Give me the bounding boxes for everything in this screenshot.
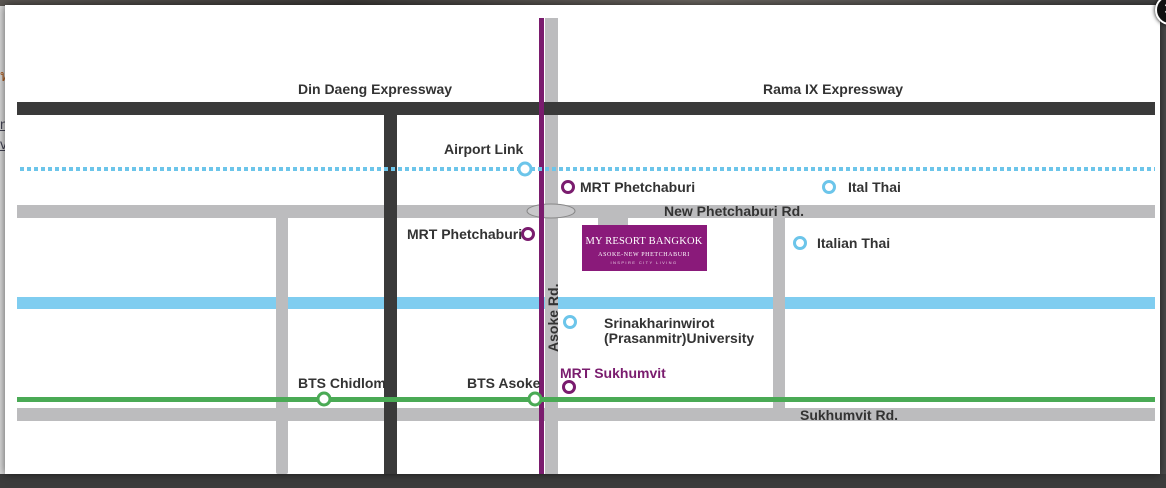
bts-chidlom-station-icon xyxy=(316,391,332,407)
underpass-marker xyxy=(526,203,576,219)
hotel-logo-location: ASOKE-NEW PHETCHABURI xyxy=(598,252,690,258)
hotel-logo-name: MY RESORT BANGKOK xyxy=(585,236,702,247)
road-vertical-right xyxy=(773,205,785,421)
label-airport-link: Airport Link xyxy=(444,141,524,157)
road-vertical-left xyxy=(276,205,288,474)
label-university-line2: (Prasanmitr)University xyxy=(604,330,754,346)
university-marker-icon xyxy=(563,315,577,329)
expressway-vertical xyxy=(384,102,397,474)
label-mrt-phetchaburi-left: MRT Phetchaburi xyxy=(407,226,522,242)
hotel-logo-tagline: INSPIRE CITY LIVING xyxy=(611,260,678,265)
label-din-daeng-expressway: Din Daeng Expressway xyxy=(298,81,452,97)
road-hotel-spur xyxy=(598,212,628,226)
label-rama-ix-expressway: Rama IX Expressway xyxy=(763,81,903,97)
label-italian-thai: Italian Thai xyxy=(817,235,890,251)
mrt-phetchaburi-exit-icon xyxy=(521,227,535,241)
bts-asoke-station-icon xyxy=(527,391,543,407)
road-asoke xyxy=(545,18,558,474)
road-new-phetchaburi xyxy=(17,205,1155,218)
label-ital-thai: Ital Thai xyxy=(848,179,901,195)
label-bts-asoke: BTS Asoke xyxy=(467,375,541,391)
label-new-phetchaburi-rd: New Phetchaburi Rd. xyxy=(664,203,804,219)
mrt-phetchaburi-station-icon xyxy=(561,180,575,194)
expressway-horizontal xyxy=(17,102,1155,115)
label-bts-chidlom: BTS Chidlom xyxy=(298,375,386,391)
location-map: MY RESORT BANGKOK ASOKE-NEW PHETCHABURI … xyxy=(17,18,1155,474)
label-asoke-rd: Asoke Rd. xyxy=(545,284,561,352)
road-sukhumvit xyxy=(17,408,1155,421)
label-mrt-sukhumvit: MRT Sukhumvit xyxy=(560,365,666,381)
background-fragment: v xyxy=(0,136,7,152)
label-sukhumvit-rd: Sukhumvit Rd. xyxy=(800,407,898,423)
label-university-line1: Srinakharinwirot xyxy=(604,315,715,331)
label-mrt-phetchaburi-right: MRT Phetchaburi xyxy=(580,179,695,195)
airport-link-station-icon xyxy=(517,161,533,177)
bts-line xyxy=(17,397,1155,402)
background-fragment: n xyxy=(0,116,8,132)
background-page-strip xyxy=(0,0,1166,6)
map-lightbox: MY RESORT BANGKOK ASOKE-NEW PHETCHABURI … xyxy=(5,0,1166,474)
close-icon: ✕ xyxy=(1163,0,1166,18)
background-page-bottom xyxy=(0,474,1166,488)
mrt-line xyxy=(539,18,544,474)
hotel-logo[interactable]: MY RESORT BANGKOK ASOKE-NEW PHETCHABURI … xyxy=(582,225,707,271)
mrt-sukhumvit-station-icon xyxy=(562,380,576,394)
canal-line xyxy=(17,297,1155,309)
ital-thai-marker-icon xyxy=(822,180,836,194)
italian-thai-marker-icon xyxy=(793,236,807,250)
